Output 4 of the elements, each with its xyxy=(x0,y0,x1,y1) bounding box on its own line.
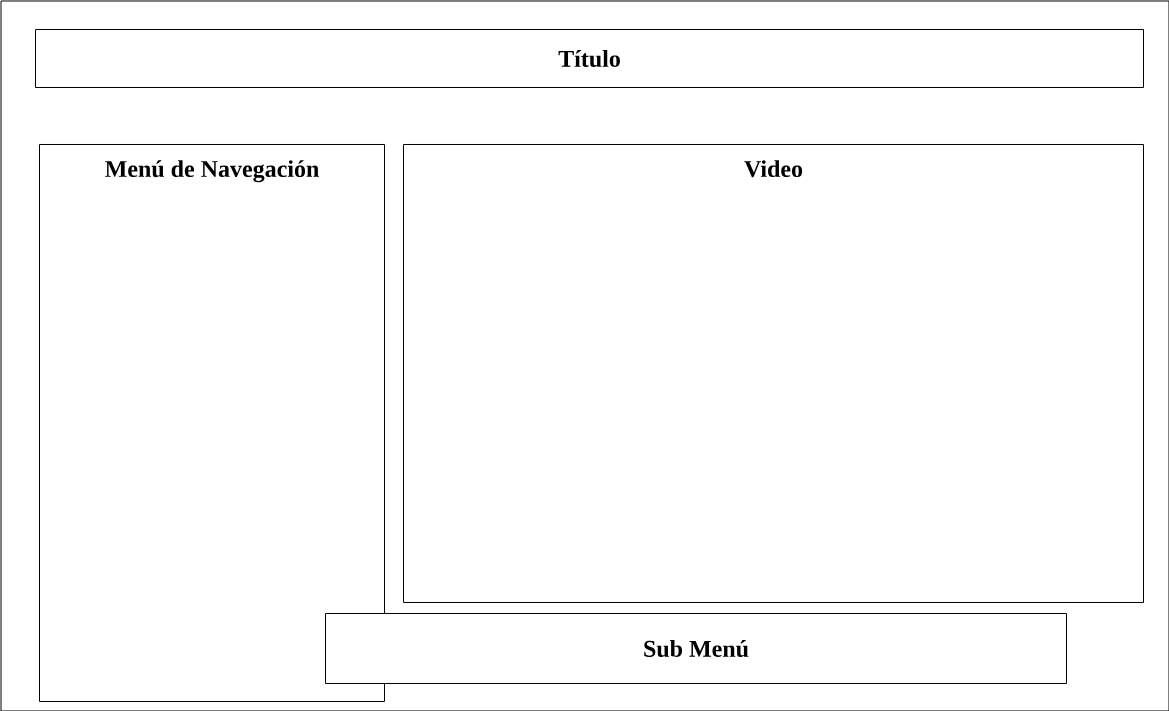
submenu-box: Sub Menú xyxy=(325,613,1067,684)
title-box: Título xyxy=(35,29,1144,88)
menu-panel: Menú de Navegación xyxy=(39,144,385,702)
video-panel: Video xyxy=(403,144,1144,603)
